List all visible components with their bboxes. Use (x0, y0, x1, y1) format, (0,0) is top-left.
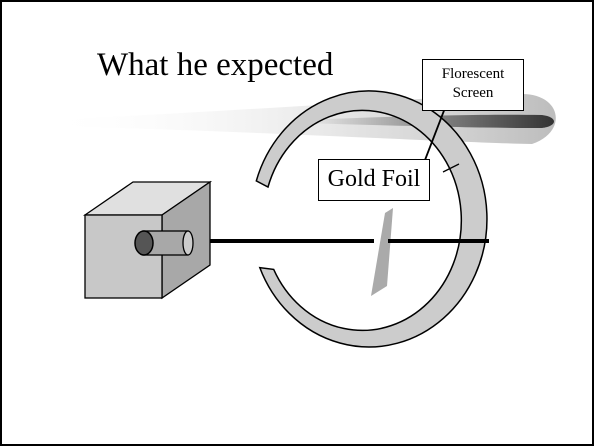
emitter-tube (134, 230, 194, 256)
screen-pointer-line (424, 107, 446, 161)
gold-foil-sheet (371, 208, 393, 296)
florescent-screen-label: Florescent Screen (422, 59, 524, 111)
slide-title: What he expected (97, 47, 334, 83)
gold-foil-label: Gold Foil (318, 159, 430, 201)
screen-seam-line (442, 163, 460, 173)
screen-label-line1: Florescent (441, 66, 505, 82)
screen-label-line2: Screen (452, 85, 494, 101)
